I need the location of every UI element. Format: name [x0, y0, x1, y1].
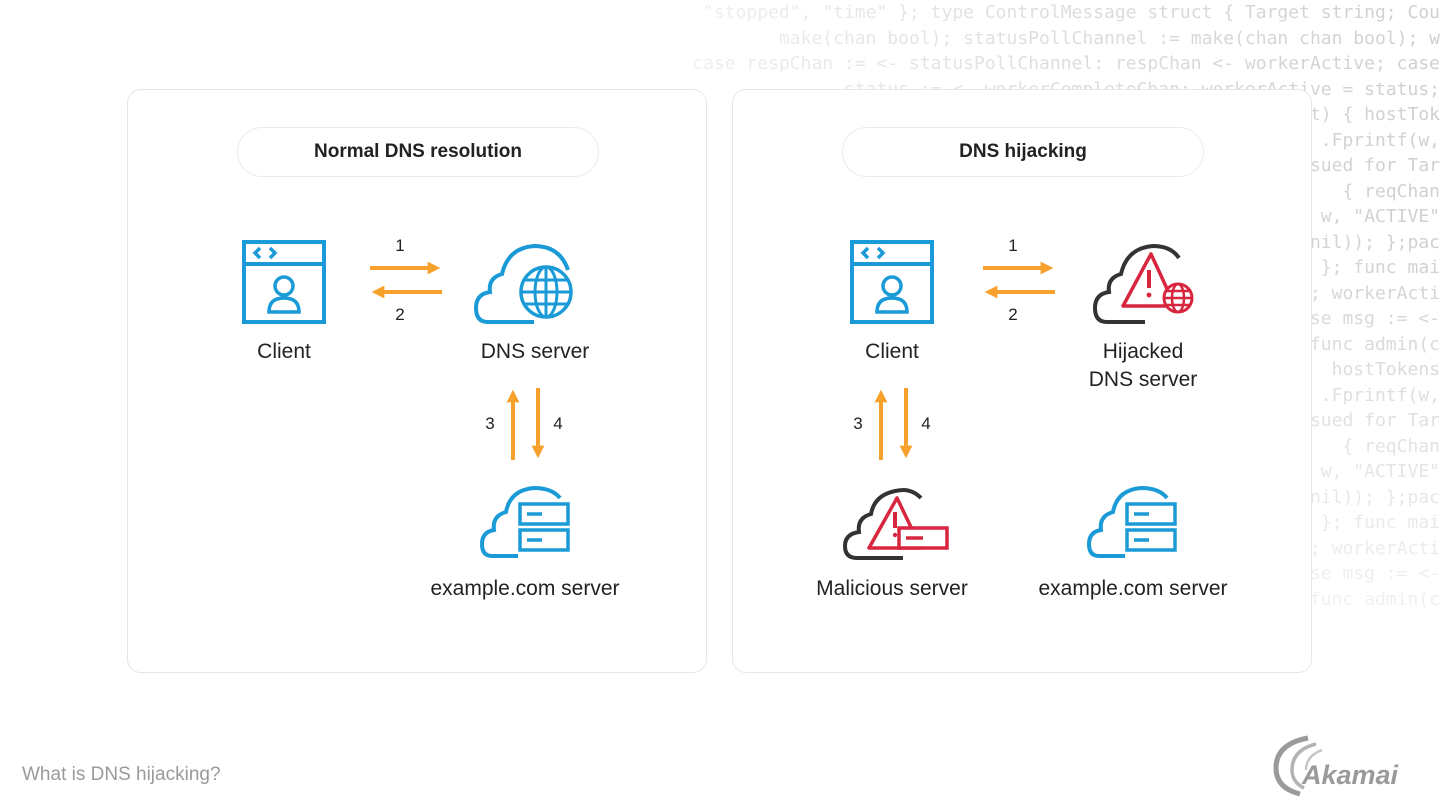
- step-1-label: 1: [1008, 236, 1018, 255]
- dns-server-label: DNS server: [480, 340, 590, 363]
- normal-dns-panel: Normal DNS resolution Client 1 2 DNS ser…: [127, 89, 707, 673]
- background-code-line: ; workerActi: [1309, 282, 1440, 304]
- hijacked-dns-label-line1: Hijacked: [1102, 340, 1184, 363]
- query-arrows-vertical: [874, 388, 913, 460]
- malicious-server-label: Malicious server: [816, 577, 968, 600]
- akamai-wave-icon: Akamai: [1273, 735, 1399, 797]
- background-code-line: { reqChan: [1342, 435, 1440, 457]
- background-code-line: ssued for Tar: [1299, 155, 1440, 176]
- example-server-label: example.com server: [1038, 577, 1228, 600]
- background-code-line: w, "ACTIVE": [1320, 206, 1440, 227]
- background-code-line: sued for Tar: [1309, 410, 1440, 431]
- akamai-wordmark: Akamai: [1301, 760, 1399, 790]
- step-3-label: 3: [485, 414, 495, 433]
- akamai-logo: Akamai: [1270, 730, 1440, 805]
- query-arrows-vertical: [506, 388, 545, 460]
- background-code-line: ; workerActi: [1309, 537, 1440, 559]
- background-code-line: .Fprintf(w,: [1320, 129, 1440, 151]
- malicious-server-cloud-icon: [842, 488, 949, 560]
- background-code-line: func admin(c: [1309, 588, 1440, 610]
- background-code-line: { reqChan: [1342, 180, 1440, 202]
- client-browser-icon: [850, 240, 934, 324]
- panel-title: Normal DNS resolution: [237, 127, 599, 177]
- background-code-line: nil)); };pac: [1309, 486, 1440, 508]
- client-browser-icon: [242, 240, 326, 324]
- hijacked-dns-cloud-icon: [1092, 243, 1194, 324]
- background-code-line: st) { hostTok: [1299, 104, 1440, 125]
- request-response-arrows: [983, 261, 1055, 299]
- background-code-line: case respChan := <- statusPollChannel: r…: [692, 53, 1440, 74]
- step-2-label: 2: [1008, 305, 1018, 324]
- client-label: Client: [257, 340, 311, 363]
- background-code-line: se msg := <-: [1309, 308, 1440, 329]
- step-3-label: 3: [853, 414, 863, 433]
- background-code-line: nil)); };pac: [1309, 231, 1440, 253]
- example-server-label: example.com server: [430, 577, 620, 600]
- example-server-cloud-icon: [479, 485, 570, 558]
- footer-title: What is DNS hijacking?: [22, 764, 221, 785]
- background-code-line: "stopped", "time" }; type ControlMessage…: [703, 2, 1440, 23]
- background-code-line: }; func mai: [1320, 512, 1440, 533]
- step-1-label: 1: [395, 236, 405, 255]
- dns-server-cloud-icon: [473, 243, 573, 324]
- request-response-arrows: [370, 261, 442, 299]
- dns-hijacking-panel: DNS hijacking Client 1 2 Hijacked DNS se…: [732, 89, 1312, 673]
- background-code-line: func admin(c: [1309, 333, 1440, 355]
- background-code-line: w, "ACTIVE": [1320, 461, 1440, 482]
- step-4-label: 4: [921, 414, 931, 433]
- step-4-label: 4: [553, 414, 563, 433]
- client-label: Client: [865, 340, 919, 363]
- example-server-cloud-icon: [1086, 485, 1177, 558]
- step-2-label: 2: [395, 305, 405, 324]
- hijacked-dns-label-line2: DNS server: [1088, 368, 1198, 391]
- panel-title: DNS hijacking: [842, 127, 1204, 177]
- background-code-line: se msg := <-: [1309, 563, 1440, 584]
- background-code-line: }; func mai: [1320, 257, 1440, 278]
- background-code-line: make(chan bool); statusPollChannel := ma…: [778, 27, 1440, 49]
- background-code-line: .Fprintf(w,: [1320, 384, 1440, 406]
- background-code-line: hostTokens: [1331, 359, 1440, 380]
